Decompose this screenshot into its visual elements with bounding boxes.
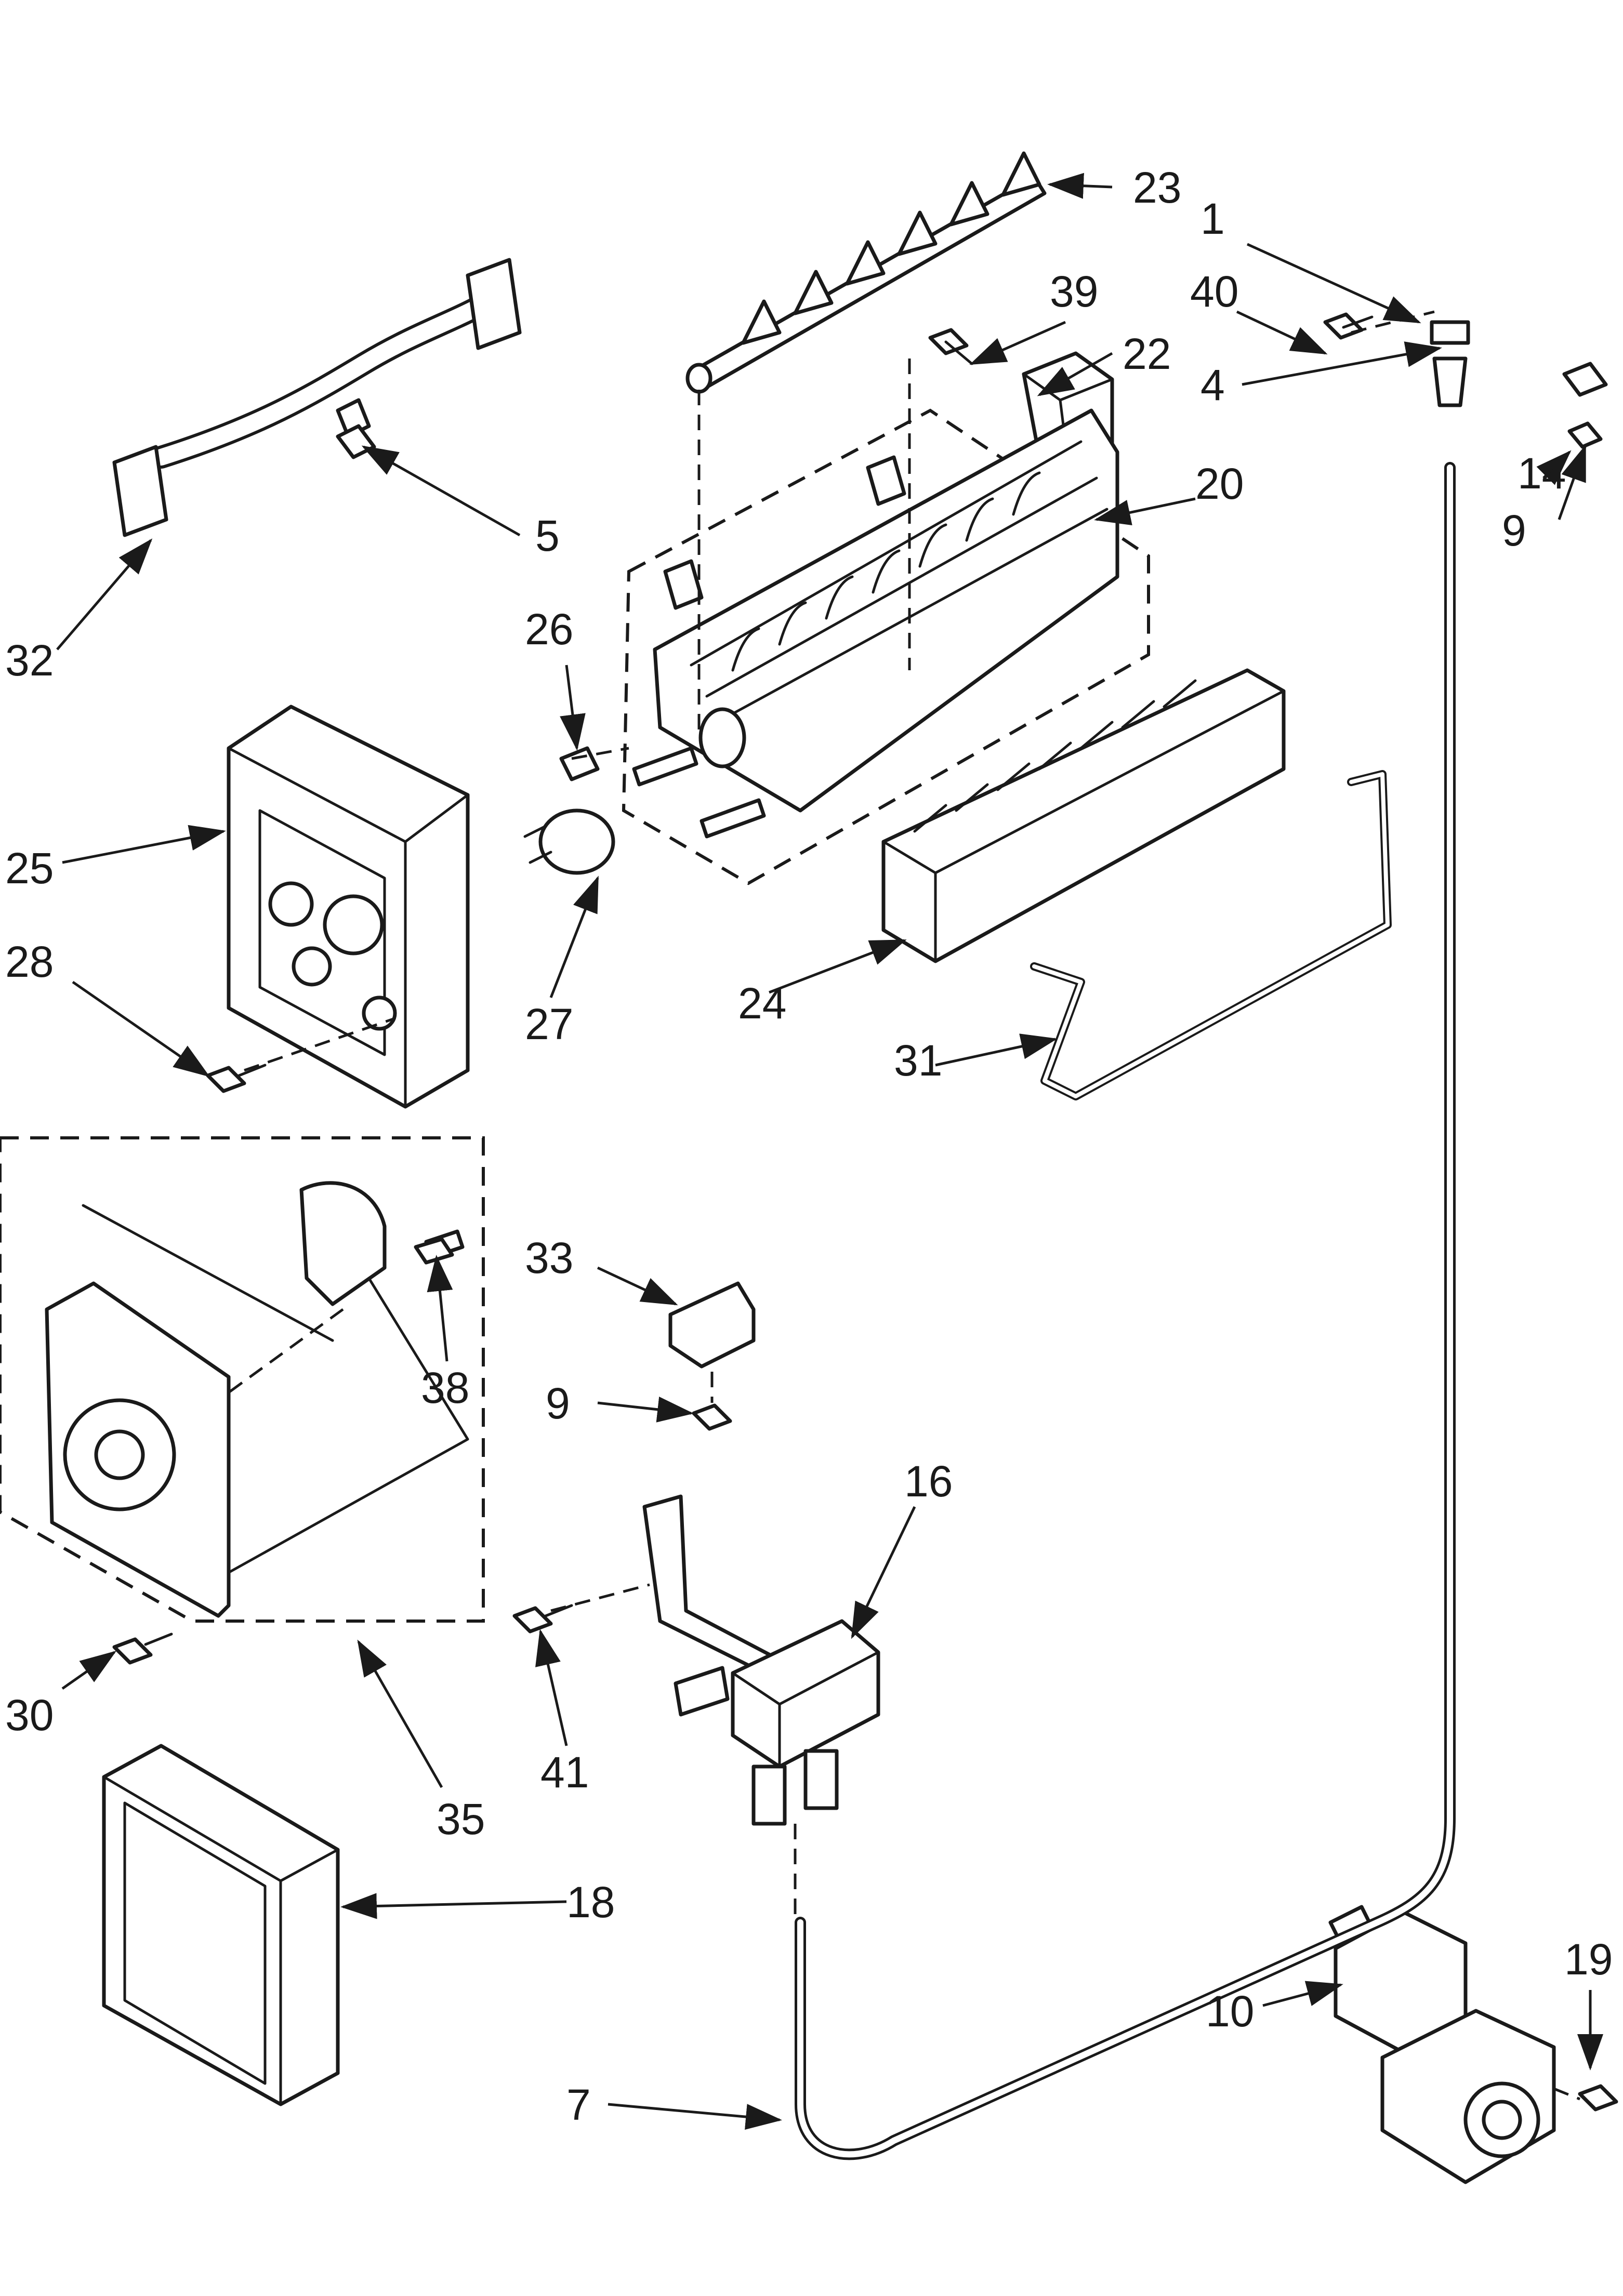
part-27-thermostat: [523, 808, 615, 875]
screw-39: [928, 328, 973, 365]
clip-5: [336, 424, 376, 459]
part-14-clamp: [1562, 362, 1608, 397]
screw-9-mid: [692, 1403, 732, 1431]
part-10-inlet-valve: [1328, 1905, 1556, 2184]
callout-7: 7: [566, 2080, 591, 2129]
callout-25: 25: [5, 844, 54, 893]
callout-4: 4: [1200, 361, 1225, 409]
callout-9-mid: 9: [546, 1379, 570, 1428]
part-35-module-assembly: [0, 1136, 485, 1623]
callout-39: 39: [1050, 267, 1098, 316]
part-7-water-tube: [795, 462, 1456, 2160]
callout-5: 5: [535, 511, 560, 560]
callout-32: 32: [5, 636, 54, 685]
callout-40: 40: [1190, 267, 1238, 316]
part-32-wire-harness: [112, 258, 522, 537]
screw-9-top: [1567, 421, 1603, 449]
screw-30: [112, 1633, 173, 1665]
callout-41: 41: [540, 1748, 589, 1797]
callout-9-top: 9: [1502, 506, 1526, 555]
callout-35: 35: [437, 1795, 485, 1843]
callout-18: 18: [566, 1878, 615, 1927]
callout-31: 31: [894, 1036, 942, 1085]
callout-33: 33: [525, 1233, 573, 1282]
part-24-stripper: [881, 668, 1286, 963]
callout-labels: 23 1 39 40 22 4 20 14 9 5 32 26 25 27 24…: [5, 163, 1613, 2129]
callout-26: 26: [525, 605, 573, 654]
callout-23: 23: [1133, 163, 1181, 212]
callout-10: 10: [1206, 1987, 1254, 2036]
part-4-tube-fitting: [1430, 320, 1470, 407]
part-31-shutoff-arm: [1030, 770, 1392, 1100]
callout-16: 16: [904, 1457, 953, 1506]
screw-40: [1323, 312, 1374, 340]
callout-28: 28: [5, 937, 54, 986]
screw-28: [206, 1064, 267, 1093]
callout-14: 14: [1518, 449, 1566, 498]
alignment-lines: [228, 310, 1580, 2101]
callout-20: 20: [1195, 459, 1244, 508]
callout-30: 30: [5, 1691, 54, 1740]
callout-19: 19: [1564, 1935, 1613, 1984]
callout-22: 22: [1123, 329, 1171, 378]
part-20-ice-mold: [622, 408, 1150, 885]
part-26-clip: [559, 746, 600, 781]
part-16-water-valve: [642, 1494, 880, 1826]
part-33-bracket: [668, 1281, 756, 1369]
part-23-ejector-shaft: [685, 151, 1047, 394]
callout-1: 1: [1200, 194, 1225, 243]
screw-19: [1578, 2084, 1618, 2112]
part-18-insulation-pad: [102, 1744, 340, 2106]
callout-24: 24: [738, 979, 786, 1028]
screw-41: [512, 1604, 573, 1634]
part-25-control-housing: [227, 705, 470, 1109]
leader-lines: [56, 172, 1603, 2130]
callout-27: 27: [525, 1000, 573, 1049]
callout-38: 38: [421, 1363, 469, 1412]
